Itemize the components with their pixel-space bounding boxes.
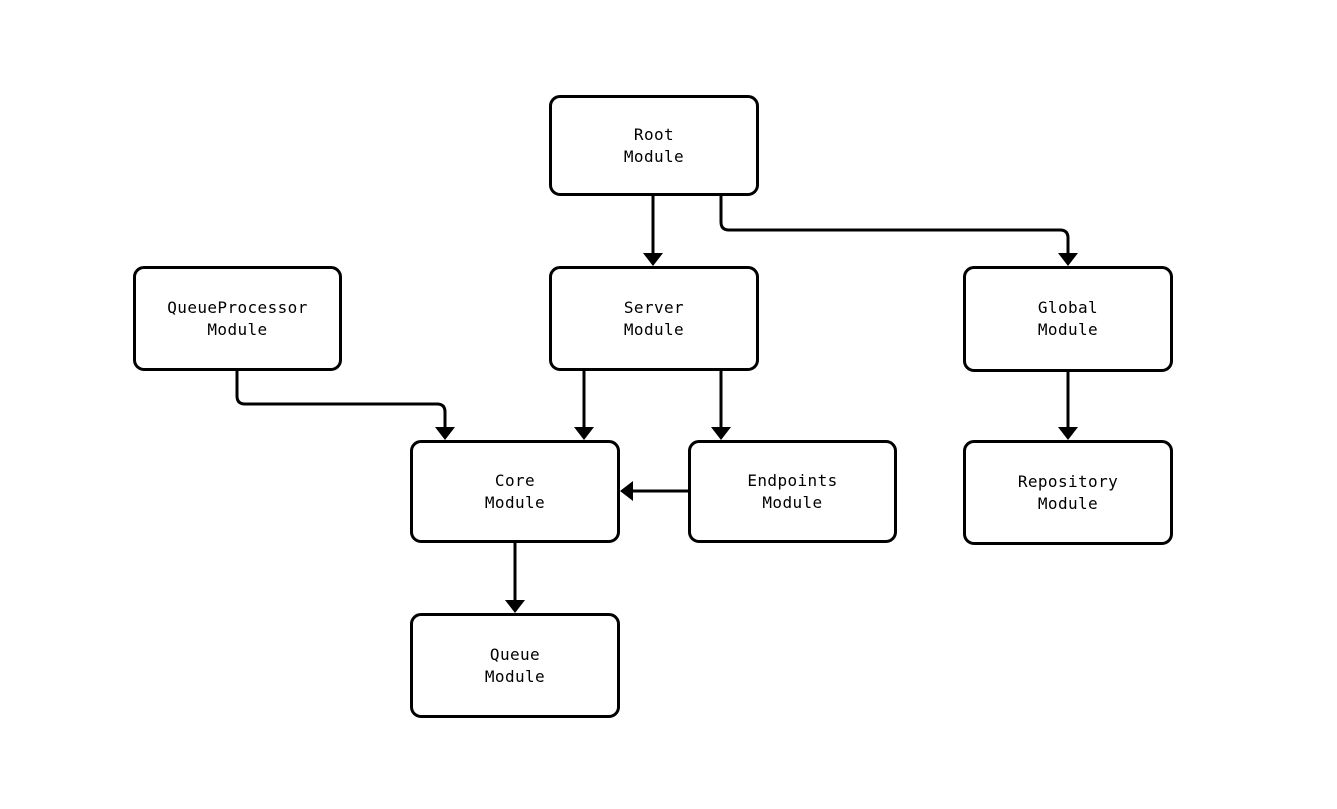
edge-root-to-server — [643, 196, 663, 266]
edge-server-to-endpoints — [711, 371, 731, 440]
arrowhead-icon — [1058, 253, 1078, 266]
edge-endpoints-to-core — [620, 481, 688, 501]
arrowhead-icon — [620, 481, 633, 501]
node-label-primary: Server — [623, 297, 685, 317]
node-label-secondary: Module — [1037, 320, 1099, 339]
node-label-primary: Core — [494, 470, 536, 490]
arrowhead-icon — [574, 427, 594, 440]
node-label-primary: QueueProcessor — [167, 297, 308, 317]
node-label-secondary: Module — [207, 319, 268, 339]
arrowhead-icon — [1058, 427, 1078, 440]
node-label-primary: Endpoints — [747, 470, 838, 490]
arrowhead-icon — [435, 427, 455, 440]
edge-queueprocessor-to-core — [235, 371, 455, 440]
node-label-secondary: Module — [484, 492, 546, 512]
edge-root-to-global — [719, 196, 1078, 266]
node-label-secondary: Module — [484, 666, 546, 686]
edge-global-to-repository — [1058, 372, 1078, 440]
arrowhead-icon — [711, 427, 731, 440]
node-label-primary: Root — [633, 124, 675, 144]
edge-line — [235, 371, 447, 430]
node-label-secondary: Module — [623, 319, 685, 339]
arrowhead-icon — [643, 253, 663, 266]
node-label-primary: Global — [1037, 298, 1099, 317]
edge-line — [719, 196, 1070, 256]
node-label-primary: Queue — [489, 644, 541, 664]
edge-core-to-queue — [505, 543, 525, 613]
node-label-secondary: Module — [623, 146, 685, 166]
node-label-primary: Repository — [1017, 471, 1119, 491]
node-label-secondary: Module — [1037, 493, 1099, 513]
edge-server-to-core — [574, 371, 594, 440]
arrowhead-icon — [505, 600, 525, 613]
node-label-secondary: Module — [762, 492, 823, 512]
